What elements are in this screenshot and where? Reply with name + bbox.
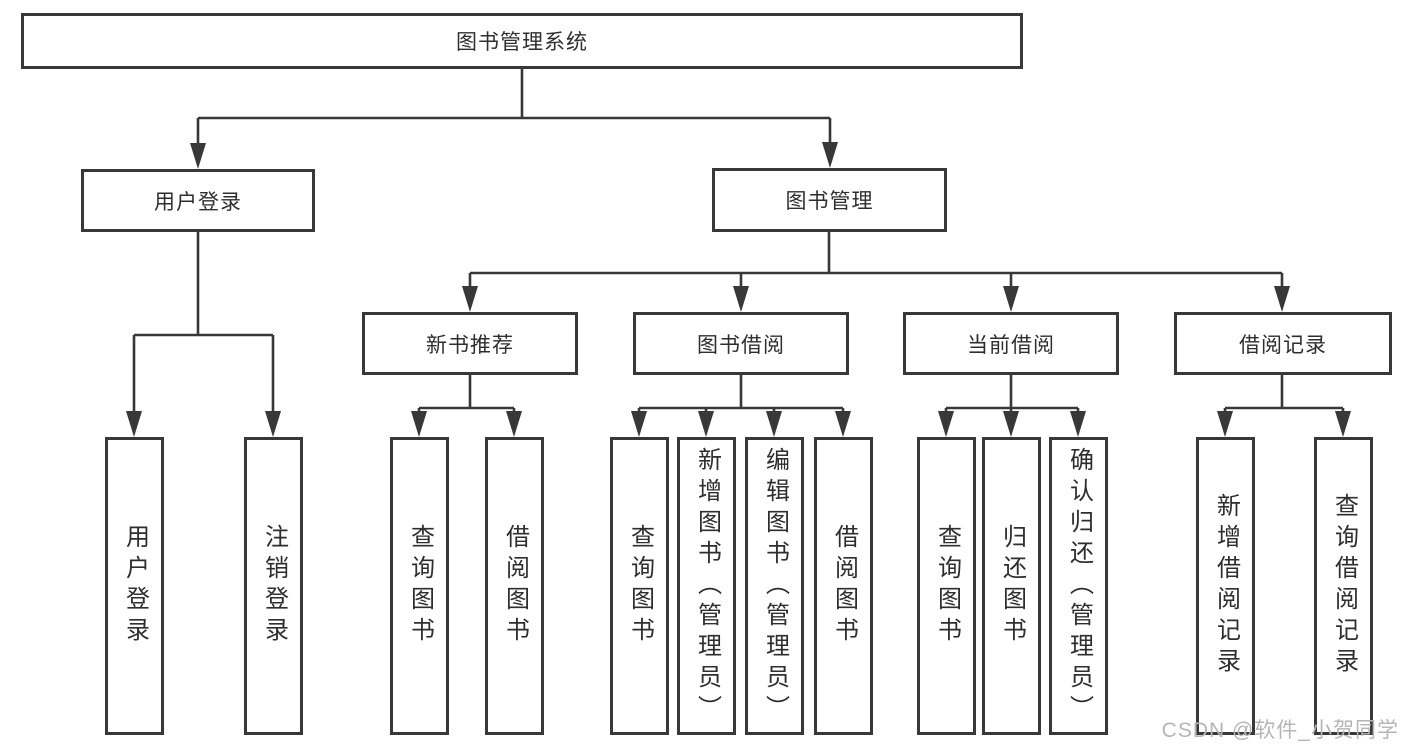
node-root-library-system: 图书管理系统 (21, 13, 1023, 69)
leaf-query-books-borrow: 查询图书 (610, 437, 669, 735)
leaf-edit-books-admin: 编辑图书（管理员） (745, 437, 804, 735)
leaf-return-books: 归还图书 (982, 437, 1041, 735)
arrowhead-icons (126, 142, 1351, 437)
node-current-borrow: 当前借阅 (903, 312, 1119, 375)
csdn-watermark: CSDN @软件_小贺同学 (1161, 719, 1399, 742)
leaf-borrow-books-recommend: 借阅图书 (485, 437, 544, 735)
node-borrow-records: 借阅记录 (1174, 312, 1392, 375)
node-book-management: 图书管理 (712, 168, 947, 232)
node-user-login: 用户登录 (81, 169, 315, 232)
leaf-user-login: 用户登录 (105, 437, 164, 735)
connector-book-management (468, 231, 1284, 292)
leaf-query-books-recommend: 查询图书 (390, 437, 449, 735)
leaf-logout: 注销登录 (244, 437, 303, 735)
connector-borrow-records (1223, 375, 1345, 418)
leaf-add-books-admin: 新增图书（管理员） (677, 437, 736, 735)
leaf-borrow-books: 借阅图书 (814, 437, 873, 735)
connector-root (196, 68, 832, 150)
leaf-confirm-return-admin: 确认归还（管理员） (1049, 437, 1108, 735)
node-book-borrow: 图书借阅 (633, 312, 849, 375)
connector-new-book (417, 375, 516, 418)
connector-book-borrow (637, 375, 845, 418)
connector-user-login (132, 232, 275, 418)
leaf-add-borrow-record: 新增借阅记录 (1196, 437, 1255, 735)
leaf-query-books-current: 查询图书 (917, 437, 976, 735)
leaf-query-borrow-record: 查询借阅记录 (1314, 437, 1373, 735)
node-new-book-recommend: 新书推荐 (362, 312, 578, 375)
